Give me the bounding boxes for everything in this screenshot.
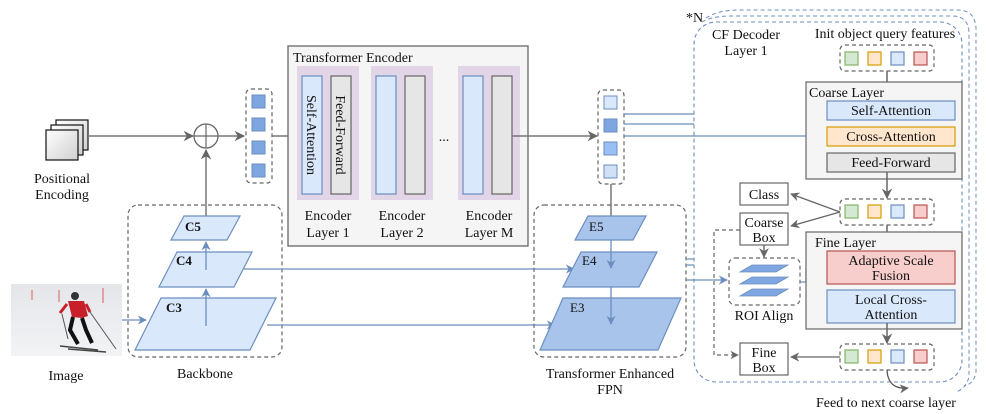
queries-to-coarse-box-arrow [790, 211, 841, 229]
local-cross-attention-2: Attention [865, 308, 918, 323]
class-head [739, 182, 789, 206]
fpn-e4-label: E4 [582, 253, 597, 268]
backbone-c3-label: C3 [166, 300, 182, 315]
decoder-title-2: Layer 1 [724, 44, 767, 59]
class-label: Class [749, 188, 779, 203]
encoder-layer-2-label-2: Layer 2 [380, 226, 423, 241]
encoder-layer-m-label-1: Encoder [466, 209, 513, 224]
encoder-layer-1-label-1: Encoder [305, 209, 352, 224]
roi-align-label: ROI Align [735, 309, 794, 324]
decoder-title-1: CF Decoder [712, 28, 780, 43]
input-image [11, 284, 122, 356]
fine-object-queries [839, 343, 935, 371]
fine-box-label-2: Box [752, 361, 775, 376]
coarse-box-label-2: Box [752, 231, 775, 246]
positional-encoding-label-1: Positional [34, 172, 90, 187]
encoder-layer-1-label-2: Layer 1 [306, 226, 349, 241]
coarse-layer-title: Coarse Layer [809, 86, 884, 101]
encoder-layer-2-label-1: Encoder [379, 209, 426, 224]
local-cross-attention-1: Local Cross- [855, 293, 927, 308]
fpn-e5-label: E5 [589, 219, 603, 234]
backbone-c5-label: C5 [185, 219, 201, 234]
coarse-box-label-1: Coarse [745, 216, 784, 231]
encoder-memory-tokens [597, 89, 625, 185]
fpn-label-2: FPN [597, 383, 623, 398]
encoder-layer-m-label-2: Layer M [465, 226, 514, 241]
adaptive-scale-fusion-1: Adaptive Scale [848, 254, 933, 269]
fine-box-head [739, 342, 789, 376]
encoder-ellipsis: ... [439, 130, 450, 145]
backbone: C5 C4 C3 [127, 204, 283, 358]
coarse-object-queries [839, 198, 935, 226]
init-queries-label: Init object query features [815, 27, 955, 42]
image-label: Image [49, 369, 84, 384]
encoder-feed-forward-label: Feed-Forward [332, 95, 347, 174]
coarse-feed-forward: Feed-Forward [851, 156, 930, 171]
fine-layer-title: Fine Layer [815, 236, 876, 251]
init-object-queries [839, 44, 935, 72]
fine-box-label-1: Fine [752, 346, 777, 361]
sum-node-icon [193, 123, 219, 149]
queries-to-class-arrow [790, 192, 841, 213]
encoder-title: Transformer Encoder [293, 51, 413, 66]
feed-next-arrow [886, 369, 909, 394]
positional-encoding-label-2: Encoding [35, 188, 89, 203]
roi-align [728, 257, 801, 306]
adaptive-scale-fusion-2: Fusion [872, 269, 910, 284]
transformer-enhanced-fpn: E5 E4 E3 [533, 204, 687, 358]
fine-layer [805, 231, 963, 330]
transformer-encoder: Transformer Encoder Self-Attention Feed-… [287, 45, 529, 247]
positional-encoding-icon [45, 119, 89, 161]
coarse-cross-attention: Cross-Attention [846, 130, 935, 145]
backbone-label: Backbone [177, 367, 233, 382]
fpn-e3-label: E3 [570, 300, 584, 315]
coarse-self-attention: Self-Attention [851, 104, 931, 119]
encoder-self-attention-label: Self-Attention [303, 95, 318, 175]
cf-decoder-stack [693, 9, 977, 393]
fpn-label-1: Transformer Enhanced [546, 367, 674, 382]
decoder-repeat-label: *N [686, 11, 703, 26]
coarse-layer [805, 81, 963, 180]
backbone-c4-label: C4 [176, 253, 192, 268]
feed-next-label: Feed to next coarse layer [816, 396, 956, 411]
flattened-tokens [245, 88, 273, 184]
coarse-to-fine-box-arrow [713, 229, 740, 360]
